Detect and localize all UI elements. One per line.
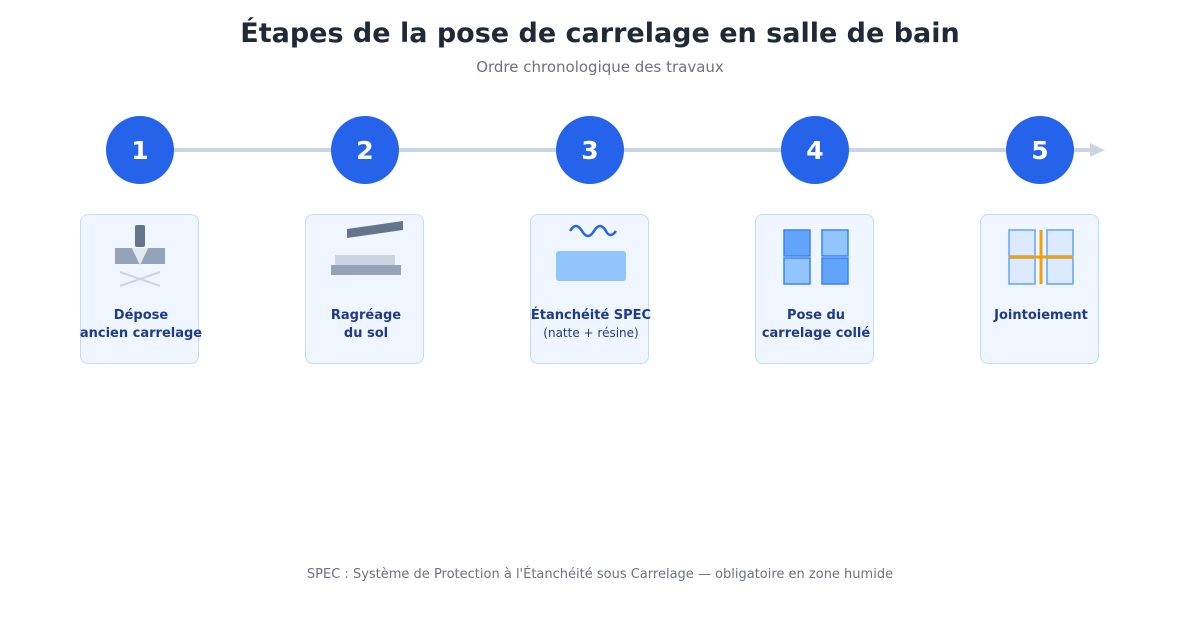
step-label-line: Étanchéité SPEC (530, 308, 652, 323)
step-label: Pose du carrelage collé (736, 307, 896, 343)
step-label-line: Jointoiement (994, 308, 1088, 323)
step-note: (natte + résine) (543, 326, 639, 340)
step-label: Jointoiement (961, 307, 1121, 325)
removal-icon (115, 225, 165, 287)
waterproofing-icon (556, 224, 626, 281)
step-number-badge: 3 (556, 116, 624, 184)
page-title: Étapes de la pose de carrelage en salle … (240, 18, 960, 49)
step-label: Étanchéité SPEC (511, 307, 671, 325)
step-card-grouting: Jointoiement (980, 214, 1099, 364)
step-label-line: carrelage collé (761, 326, 871, 341)
timeline-arrow-icon (1090, 143, 1105, 157)
step-5: 5 Jointoiement (928, 0, 1153, 620)
step-label: Dépose ancien carrelage (61, 307, 221, 343)
step-number-badge: 1 (106, 116, 174, 184)
step-label-line: Ragréage (330, 308, 402, 323)
page-subtitle: Ordre chronologique des travaux (476, 58, 724, 76)
step-3: 3 Étanchéité SPEC (natte + résine) (478, 0, 703, 620)
step-2: 2 Ragréage du sol (253, 0, 478, 620)
tile-laying-icon (783, 229, 849, 285)
step-label-line: du sol (343, 326, 389, 341)
step-number-badge: 2 (331, 116, 399, 184)
leveling-icon (331, 221, 403, 275)
step-label: Ragréage du sol (286, 307, 446, 343)
step-4: 4 Pose du carrelage collé (703, 0, 928, 620)
step-card-tile-laying: Pose du carrelage collé (755, 214, 874, 364)
step-1: 1 Dépose ancien carrelage (28, 0, 253, 620)
step-label-line: Dépose (113, 308, 169, 323)
step-card-waterproofing: Étanchéité SPEC (natte + résine) (530, 214, 651, 364)
step-label-line: ancien carrelage (79, 326, 203, 341)
step-number-badge: 5 (1006, 116, 1074, 184)
grout-joints-icon (1008, 229, 1074, 285)
step-label-line: Pose du (786, 308, 846, 323)
step-number-badge: 4 (781, 116, 849, 184)
step-card-removal: Dépose ancien carrelage (80, 214, 202, 364)
footnote: SPEC : Système de Protection à l'Étanché… (306, 567, 894, 582)
step-card-leveling: Ragréage du sol (305, 214, 424, 364)
